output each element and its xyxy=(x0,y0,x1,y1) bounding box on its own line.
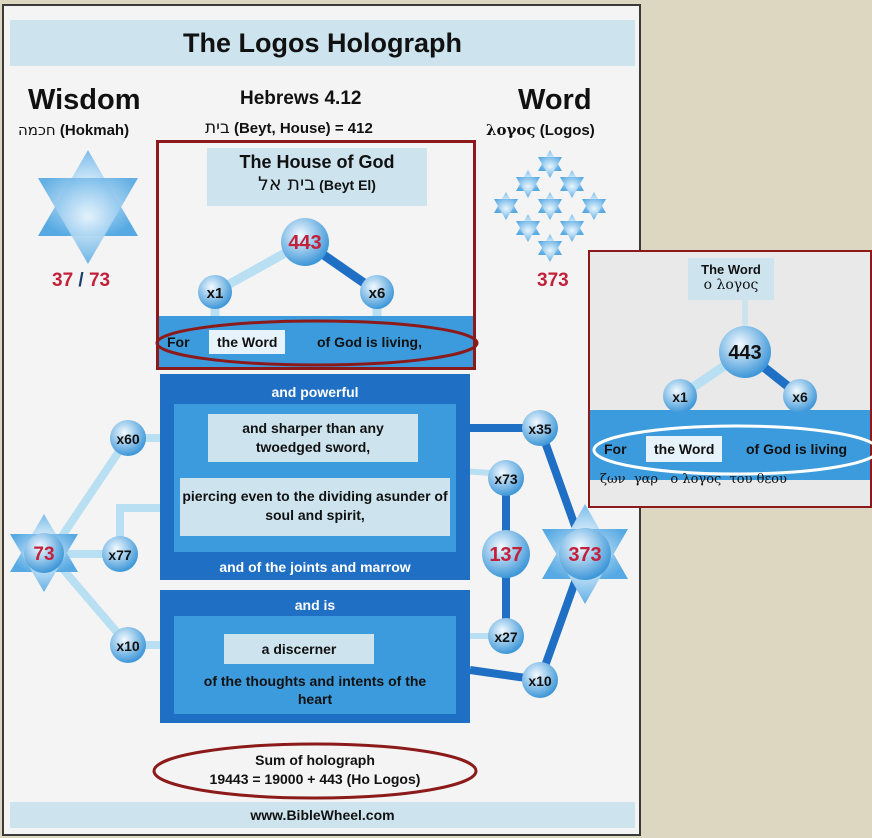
verse-line: For the Word of God is living, xyxy=(159,330,473,356)
house-title: The House of God xyxy=(239,152,395,172)
beyt-subtitle: בית (Beyt, House) = 412 xyxy=(205,118,373,138)
beyt-label: (Beyt, House) = 412 xyxy=(233,120,373,137)
inset-highlight-ellipse xyxy=(592,424,872,476)
inset-verse-the-word: the Word xyxy=(646,436,723,462)
house-title-box: The House of God בית אל (Beyt El) xyxy=(207,148,427,206)
hebrews-heading: Hebrews 4.12 xyxy=(240,88,362,109)
wisdom-heading: Wisdom xyxy=(28,84,141,116)
logos-label: (Logos) xyxy=(539,122,595,139)
inset-verse-for: For xyxy=(604,441,627,457)
node-x35: x35 xyxy=(528,421,552,437)
node-73: 73 xyxy=(33,544,54,565)
triangle-diagram: 443 x1 x6 xyxy=(198,218,394,316)
joints-footer: and of the joints and marrow xyxy=(219,559,411,575)
house-subtitle: בית אל (Beyt El) xyxy=(207,173,427,195)
verse-highlight-ellipse xyxy=(155,319,479,367)
thoughts-text: of the thoughts and intents of the heart xyxy=(203,673,427,707)
greek-logos: λογος xyxy=(486,121,536,139)
inset-verse-line: For the Word of God is living xyxy=(590,436,870,464)
inset-greek-title: ο λογος xyxy=(703,277,759,293)
sum-text: Sum of holograph 19443 = 19000 + 443 (Ho… xyxy=(150,751,480,789)
hebrew-hokmah: חכמה xyxy=(18,121,56,139)
piercing-box: piercing even to the dividing asunder of… xyxy=(180,478,450,536)
inset-triangle-diagram: 443 x1 x6 xyxy=(663,300,817,412)
node-137: 137 xyxy=(489,544,522,566)
wisdom-values: 37 / 73 xyxy=(52,270,110,292)
word-subtitle: λογος (Logos) xyxy=(486,121,595,139)
node-x27: x27 xyxy=(494,629,518,645)
inset-title: The Word xyxy=(701,262,761,277)
footer-url: www.BibleWheel.com xyxy=(10,802,635,828)
discerner-box: a discerner xyxy=(224,634,374,664)
inset-node-x1: x1 xyxy=(672,389,688,405)
node-x60: x60 xyxy=(116,431,140,447)
hokmah-label: (Hokmah) xyxy=(59,122,130,139)
inset-node-443: 443 xyxy=(728,342,761,364)
and-is-inner xyxy=(174,616,456,714)
title-bar: The Logos Holograph xyxy=(10,20,635,66)
value-separator: / xyxy=(73,270,89,291)
verse-part-for: For xyxy=(167,334,190,350)
wisdom-value-73: 73 xyxy=(88,270,111,291)
node-x10-right: x10 xyxy=(528,673,552,689)
sharper-box: and sharper than any twoedged sword, xyxy=(208,414,418,462)
inset-title-box: The Word ο λογος xyxy=(688,258,774,300)
sum-highlight-ellipse xyxy=(152,742,478,800)
wisdom-value-37: 37 xyxy=(52,270,74,291)
node-x10-left: x10 xyxy=(116,638,140,654)
word-heading: Word xyxy=(518,84,592,116)
inset-greek-line: ζων γαρ ο λογος του θεου xyxy=(600,472,787,487)
hebrew-beyt: בית xyxy=(205,118,230,138)
inset-node-x6: x6 xyxy=(792,389,808,405)
and-is-header: and is xyxy=(294,597,336,613)
word-value-373: 373 xyxy=(537,270,569,291)
star-of-david-icon xyxy=(38,150,138,264)
powerful-header: and powerful xyxy=(271,384,359,400)
node-373: 373 xyxy=(568,544,601,566)
node-x1: x1 xyxy=(207,285,224,302)
sum-line-1: Sum of holograph xyxy=(255,752,375,768)
node-x73: x73 xyxy=(494,471,518,487)
node-x77: x77 xyxy=(108,547,132,563)
node-x6: x6 xyxy=(369,285,386,302)
node-443: 443 xyxy=(288,232,321,254)
verse-part-the-word: the Word xyxy=(209,330,286,354)
inset-verse-living: of God is living xyxy=(746,441,848,457)
wisdom-subtitle: חכמה (Hokmah) xyxy=(18,121,129,139)
verse-part-living: of God is living, xyxy=(317,334,422,350)
hebrew-beyt-el: בית אל xyxy=(258,173,316,195)
beyt-el-label: (Beyt El) xyxy=(319,177,376,193)
sum-line-2: 19443 = 19000 + 443 (Ho Logos) xyxy=(209,771,421,787)
star-cluster-icon xyxy=(494,150,606,262)
